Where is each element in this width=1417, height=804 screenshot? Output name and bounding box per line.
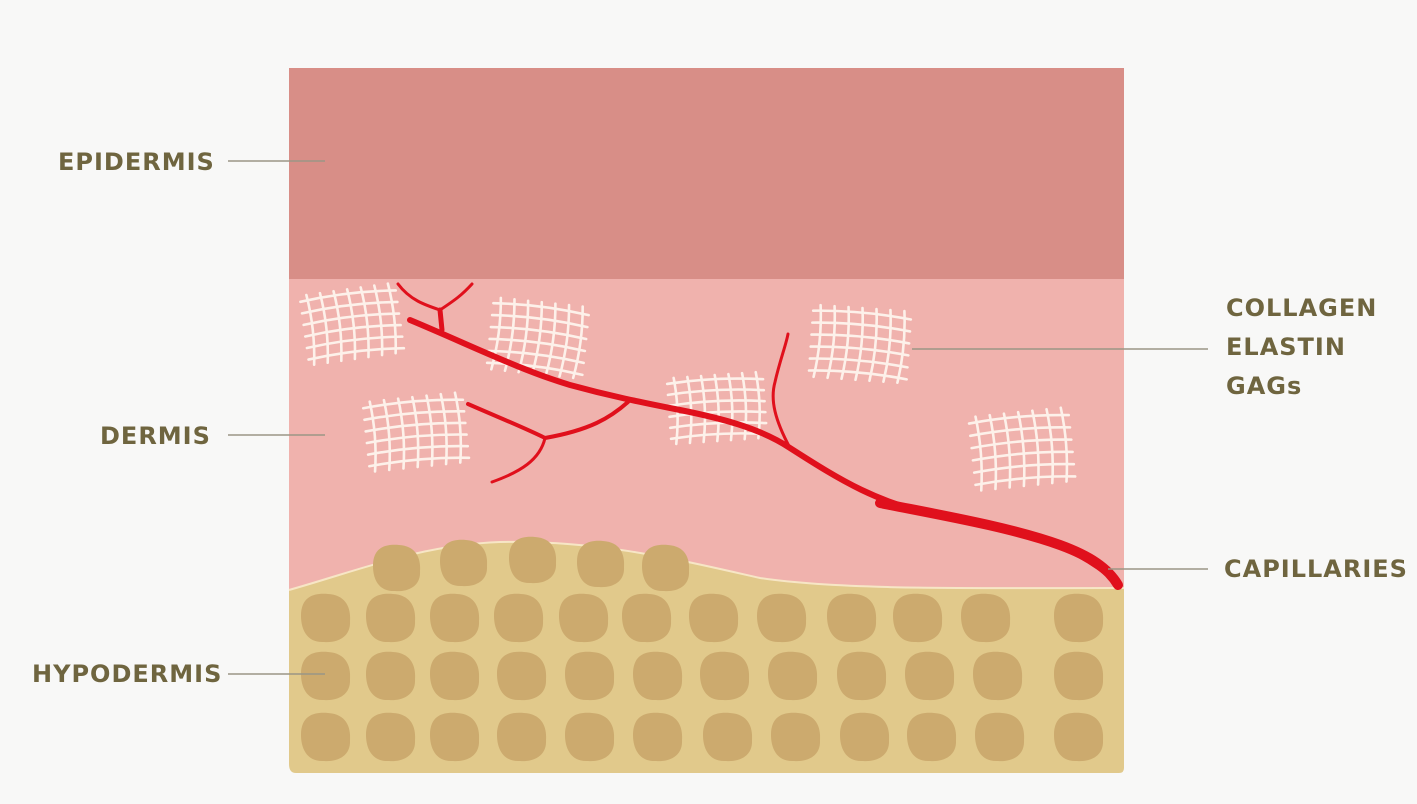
capillary-branch-left-stem	[440, 310, 442, 330]
fat-cell	[430, 594, 479, 642]
fat-cell	[700, 652, 749, 700]
fat-cell	[301, 652, 350, 700]
label-collagen: COLLAGEN	[1226, 296, 1377, 320]
fat-cell	[497, 652, 546, 700]
fat-cell	[509, 537, 556, 583]
label-elastin: ELASTIN	[1226, 335, 1377, 359]
fat-cell	[301, 594, 350, 642]
label-epidermis: EPIDERMIS	[58, 150, 215, 174]
fat-cell	[633, 652, 682, 700]
fat-cell	[907, 713, 956, 761]
fat-cell	[840, 713, 889, 761]
fat-cell	[837, 652, 886, 700]
fat-cell	[301, 713, 350, 761]
fat-cell	[430, 713, 479, 761]
fat-cell	[373, 545, 420, 591]
fat-cell	[633, 713, 682, 761]
fat-cell	[497, 713, 546, 761]
fat-cell	[565, 652, 614, 700]
fat-cell	[1054, 594, 1103, 642]
fat-cell	[768, 652, 817, 700]
label-capillaries: CAPILLARIES	[1224, 557, 1408, 581]
fat-cell	[366, 594, 415, 642]
fat-cell	[494, 594, 543, 642]
epidermis-layer	[289, 68, 1124, 280]
fat-cell	[771, 713, 820, 761]
fat-cell	[577, 541, 624, 587]
label-dermis: DERMIS	[100, 424, 211, 448]
fat-cell	[622, 594, 671, 642]
label-gags: GAGs	[1226, 374, 1377, 398]
label-hypodermis: HYPODERMIS	[32, 662, 222, 686]
fat-cell	[366, 652, 415, 700]
fat-cell	[905, 652, 954, 700]
fat-cell	[1054, 652, 1103, 700]
fat-cell	[975, 713, 1024, 761]
fat-cell	[430, 652, 479, 700]
fat-cell	[642, 545, 689, 591]
fat-cell	[961, 594, 1010, 642]
fat-cell	[366, 713, 415, 761]
fat-cell	[559, 594, 608, 642]
fat-cell	[703, 713, 752, 761]
label-group-fibers: COLLAGEN ELASTIN GAGs	[1226, 296, 1377, 413]
fat-cell	[893, 594, 942, 642]
fat-cell	[440, 540, 487, 586]
fat-cell	[565, 713, 614, 761]
fat-cell	[973, 652, 1022, 700]
fat-cell	[689, 594, 738, 642]
fat-cell	[827, 594, 876, 642]
fat-cell	[757, 594, 806, 642]
fat-cell	[1054, 713, 1103, 761]
